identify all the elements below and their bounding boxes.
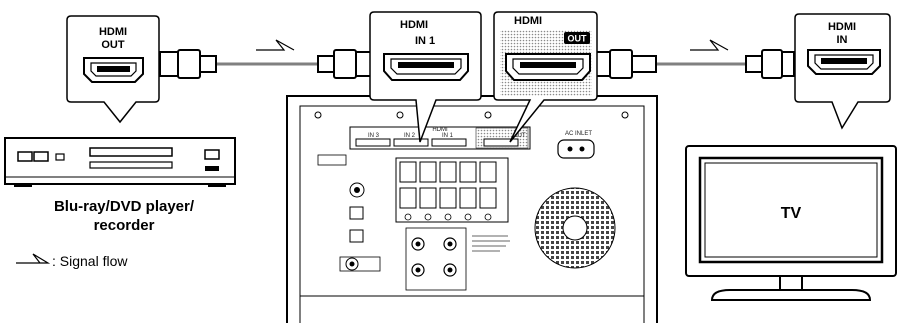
tv-label: TV [781, 205, 802, 222]
player-label-line1: Blu-ray/DVD player/ [54, 198, 195, 215]
ac-inlet: AC INLET [557, 131, 595, 159]
signal-flow-arrow-1 [256, 39, 295, 51]
callout-player-line2: OUT [101, 39, 125, 51]
left-jack-column [317, 154, 381, 272]
callout-receiver-hdmi-out: HDMI OUT [493, 11, 598, 143]
receiver-rear-panel: HDMI IN 3 IN 2 IN 1 OUT AC INLET [286, 95, 658, 323]
out-badge [564, 32, 590, 44]
callout-tv-hdmi-in: HDMI IN [794, 13, 891, 130]
hdmi-cable-player-to-receiver [159, 49, 375, 79]
fan-grill [534, 187, 616, 269]
rca-jacks [405, 227, 467, 291]
callout-tv-line2: IN [837, 34, 848, 46]
signal-flow-arrow-2 [690, 39, 729, 51]
panel-port-in1: IN 1 [431, 133, 467, 147]
callout-player-hdmi-out: HDMI OUT [66, 15, 160, 124]
svg-text:AC INLET: AC INLET [565, 131, 592, 137]
legend-label: : Signal flow [52, 253, 128, 269]
signal-flow-arrow-icon [16, 253, 51, 264]
svg-text:OUT: OUT [513, 133, 526, 139]
callout-player-line1: HDMI [99, 26, 127, 38]
speaker-terminals [395, 157, 509, 223]
bluray-dvd-player [4, 137, 236, 187]
svg-text:IN 3: IN 3 [368, 133, 380, 139]
player-label-line2: recorder [94, 217, 155, 234]
callout-receiver-in-line2: IN 1 [415, 35, 435, 47]
hdmi-cable-receiver-to-tv [591, 49, 795, 79]
callout-tv-line1: HDMI [828, 21, 856, 33]
out-badge-label: OUT [568, 34, 588, 44]
hdmi-group-label: HDMI [432, 127, 448, 133]
tv-set: TV [685, 145, 897, 301]
panel-port-in2: IN 2 [393, 133, 429, 147]
panel-port-out: OUT [475, 127, 529, 149]
svg-text:IN 1: IN 1 [442, 133, 454, 139]
panel-port-in3: IN 3 [355, 133, 391, 147]
callout-receiver-out-line1: HDMI [514, 15, 542, 27]
callout-receiver-hdmi-in1: HDMI IN 1 [369, 11, 482, 143]
panel-fine-print [472, 235, 510, 252]
signal-flow-legend: : Signal flow [16, 253, 128, 269]
callout-receiver-in-line1: HDMI [400, 19, 428, 31]
svg-text:IN 2: IN 2 [404, 133, 416, 139]
